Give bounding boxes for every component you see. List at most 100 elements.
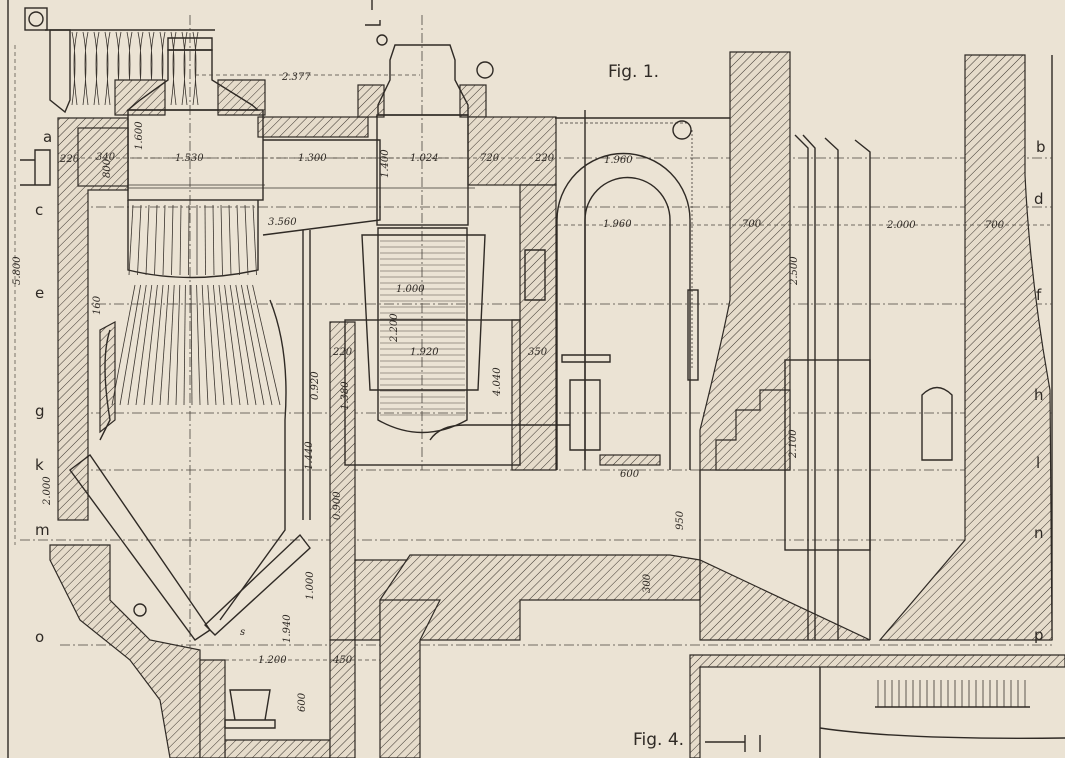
furnace-back xyxy=(219,299,287,621)
room-wall-left xyxy=(511,184,557,471)
check-valve-icon xyxy=(376,34,388,46)
row-letter: b xyxy=(1036,138,1046,156)
row-letter: o xyxy=(35,628,44,646)
tube xyxy=(207,284,217,406)
dimension-label: 0.900 xyxy=(332,491,343,520)
drum-side-wall xyxy=(467,116,557,186)
roof-slab xyxy=(257,116,369,138)
clean-out-door xyxy=(921,386,953,461)
coil xyxy=(170,31,177,106)
gauge-icon xyxy=(28,11,44,27)
dimension-label: 1.024 xyxy=(410,153,439,164)
dimension-label: 1.000 xyxy=(305,571,316,600)
fig4-plan xyxy=(705,667,1065,758)
economiser-drum xyxy=(344,0,570,466)
dimension-label: 220 xyxy=(534,153,555,164)
tube-bundle-upper xyxy=(127,200,259,279)
baffle-block xyxy=(784,359,871,551)
dimension-label: 2.377 xyxy=(281,72,311,83)
row-letter: a xyxy=(43,128,52,146)
row-letter: d xyxy=(1034,190,1044,208)
tube xyxy=(175,284,181,406)
dimension-label: 160 xyxy=(92,295,103,315)
header xyxy=(49,29,71,114)
dimension-label: 350 xyxy=(528,347,548,358)
dimension-label: 0.920 xyxy=(310,371,321,400)
coil xyxy=(82,31,89,106)
dimension-label: 600 xyxy=(297,692,308,712)
tube xyxy=(236,204,240,276)
tube xyxy=(143,284,158,406)
tube xyxy=(162,204,166,276)
row-letter: m xyxy=(35,521,50,539)
dimension-lines xyxy=(14,45,1050,661)
upper-tubes xyxy=(128,204,257,276)
tube xyxy=(252,204,257,276)
row-letter: e xyxy=(35,284,44,302)
pulley-icon xyxy=(672,120,692,140)
furnace-wall-left xyxy=(99,321,116,434)
baffle-plates xyxy=(794,134,871,640)
tube xyxy=(127,284,147,406)
dimension-label: 2.000 xyxy=(42,476,53,506)
ash-pit-wall-right xyxy=(329,639,356,758)
tube xyxy=(204,204,206,276)
valve-icon xyxy=(476,61,494,79)
coil xyxy=(93,31,100,106)
chimney-wall-left xyxy=(699,51,791,471)
roof-brick-left xyxy=(114,79,166,116)
chimney-wall-right xyxy=(878,54,1053,641)
tube xyxy=(137,204,142,276)
drum-chamber xyxy=(344,319,521,466)
dimension-label: 1.400 xyxy=(380,149,391,178)
coil xyxy=(192,31,199,106)
dimension-label: 340 xyxy=(96,152,116,163)
dimension-label: 2.000 xyxy=(886,220,916,231)
room-floor xyxy=(599,454,661,466)
dimension-label: 2.100 xyxy=(788,429,799,459)
furnace-front xyxy=(99,329,111,441)
row-letter: g xyxy=(35,402,45,420)
dimension-label: 720 xyxy=(480,153,500,164)
gauge-box xyxy=(24,7,48,31)
tube xyxy=(183,284,186,406)
flue-base xyxy=(379,599,441,758)
lower-drum xyxy=(377,227,468,434)
row-letter: c xyxy=(35,201,43,219)
dimension-label: 1.960 xyxy=(604,155,633,166)
row-letter: k xyxy=(35,456,44,474)
dimension-label: 220 xyxy=(59,154,80,165)
dimension-label: 220 xyxy=(332,347,353,358)
steam-drum xyxy=(127,109,264,201)
tube xyxy=(135,284,153,406)
lower-tubes xyxy=(111,284,281,406)
tube xyxy=(244,204,249,276)
dimension-label: 1.940 xyxy=(282,614,293,643)
feed-pump xyxy=(561,354,611,451)
tube xyxy=(111,284,136,406)
wall-fitting xyxy=(524,249,546,301)
labels: Fig. 1. Fig. 4. a c e g k m o b d f h l … xyxy=(12,62,1046,750)
row-letter: f xyxy=(1036,286,1042,304)
connecting-drum xyxy=(262,139,381,236)
bent-pipe xyxy=(429,424,466,441)
dimension-label: 700 xyxy=(742,219,762,230)
foundation-slab xyxy=(379,554,871,641)
coil xyxy=(181,31,188,106)
dimension-label: 1.200 xyxy=(258,655,287,666)
drum-brick-right xyxy=(459,84,487,118)
left-boiler xyxy=(20,37,475,729)
fig4-curve xyxy=(819,727,1065,739)
tube xyxy=(167,284,175,406)
tube xyxy=(201,284,209,406)
row-letter: n xyxy=(1034,524,1044,542)
dimension-label: 1.380 xyxy=(340,381,351,410)
middle-wall xyxy=(329,321,356,641)
dimension-label: 1.300 xyxy=(298,153,327,164)
stair xyxy=(715,389,791,471)
damper-weight xyxy=(133,603,147,617)
dimension-label: 300 xyxy=(642,573,653,593)
flue-baffles xyxy=(784,134,953,640)
